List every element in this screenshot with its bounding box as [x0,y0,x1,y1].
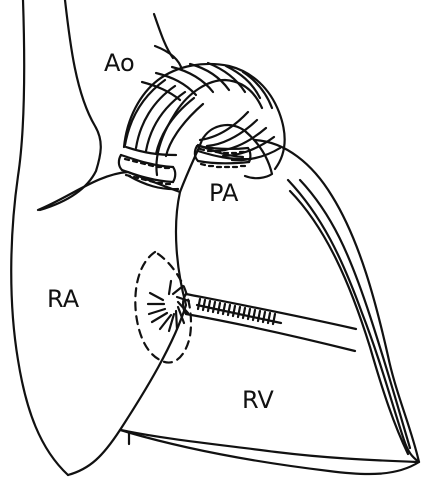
right-cuff-suture-bottom [201,164,245,167]
lower-left-cuff-left [119,155,122,170]
aorta-outline [40,0,101,210]
label-pa: PA [209,179,239,207]
graft-ring-5 [166,104,203,156]
right-ventricle-apex-strand [288,180,419,462]
label-rv: RV [242,386,274,414]
left-vessel-outline [11,0,68,475]
graft-ring-3 [146,92,185,151]
lower-right-cuff-bottom [198,161,249,163]
shunt-tube-upper [186,294,356,329]
graft-ring-4 [156,98,194,154]
label-ra: RA [47,285,80,313]
shunt-tube-hatching [198,299,275,324]
label-ao: Ao [104,49,135,77]
aorta-top-right-edge [154,14,173,58]
right-ventricle-inner-line [121,430,417,462]
graft-ring-1 [125,80,165,145]
lower-left-cuff-right [173,167,175,182]
graft-ring-7 [207,120,257,146]
right-ventricle-outline [120,140,419,474]
shunt-tube-lower [186,314,355,351]
